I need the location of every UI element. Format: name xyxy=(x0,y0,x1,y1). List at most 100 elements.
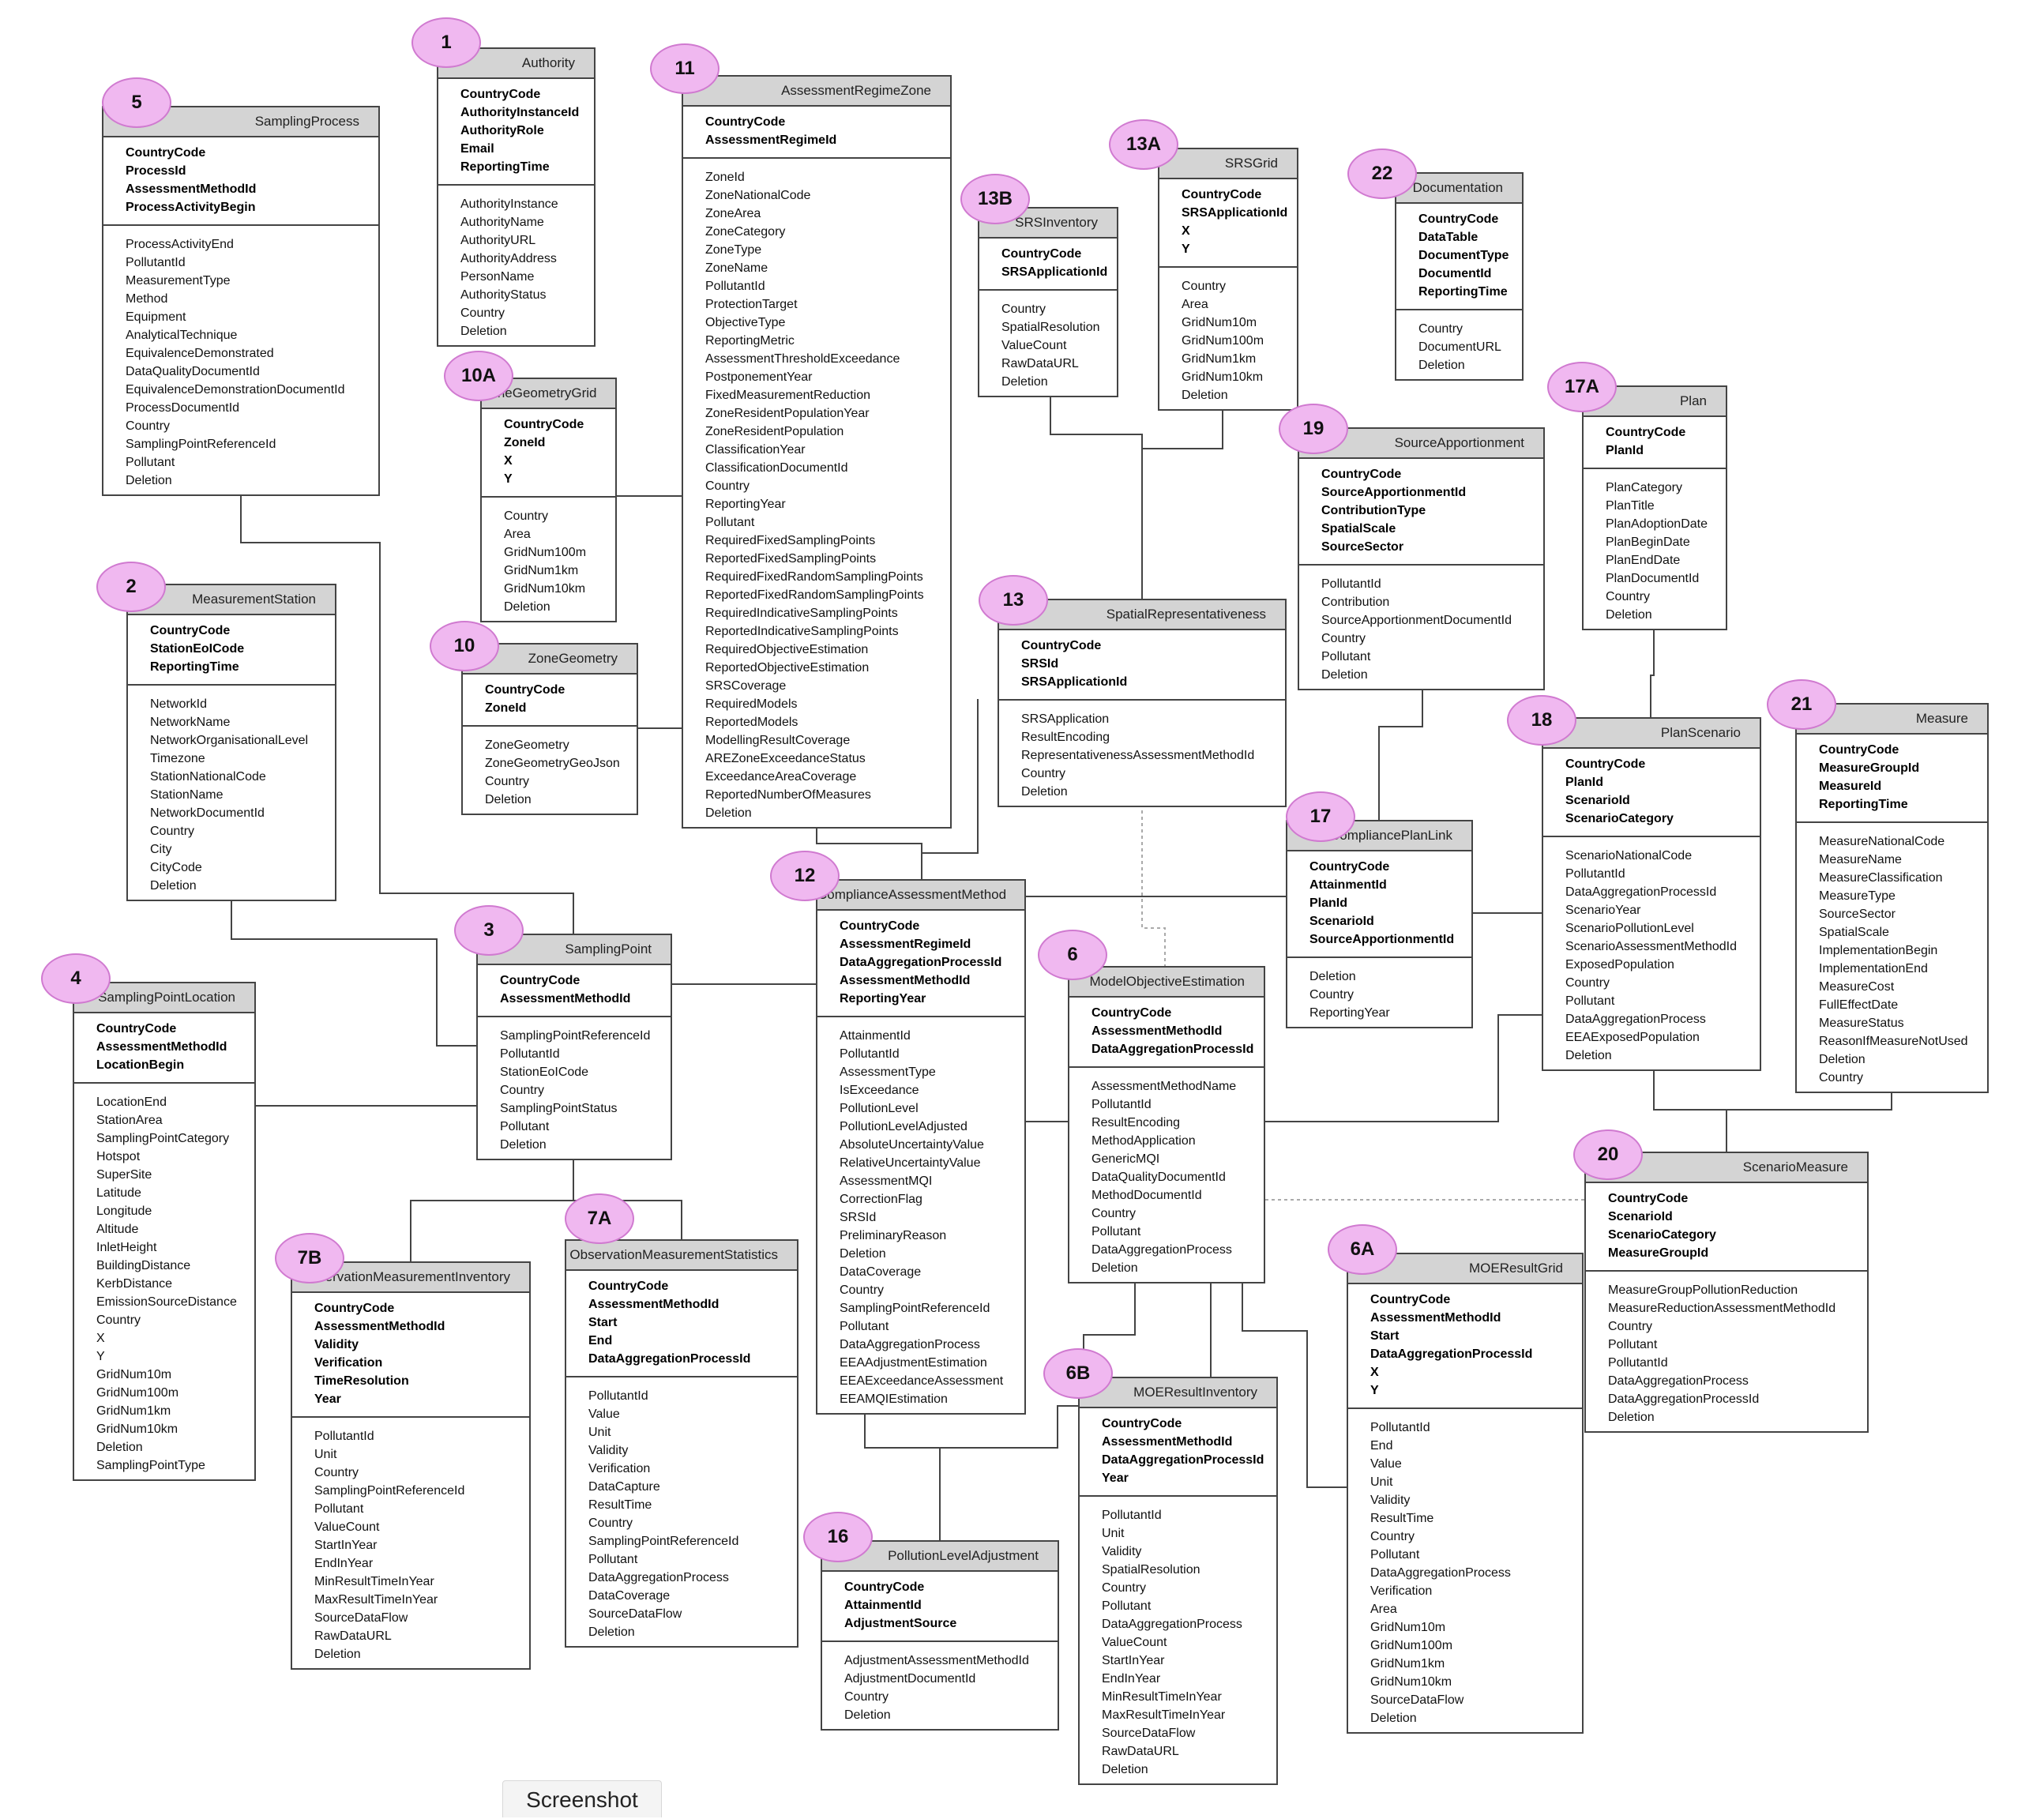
attribute-field: Deletion xyxy=(1565,1049,1612,1062)
attribute-field: Pollutant xyxy=(1608,1338,1658,1351)
attribute-field: DataAggregationProcess xyxy=(588,1571,729,1584)
attribute-field: DataAggregationProcess xyxy=(1092,1243,1232,1257)
attribute-field: SourceDataFlow xyxy=(1370,1693,1464,1707)
attribute-field: Validity xyxy=(1370,1494,1411,1507)
attribute-field: LocationEnd xyxy=(96,1096,167,1109)
key-field: CountryCode xyxy=(1092,1006,1172,1020)
attribute-field: PollutantId xyxy=(1608,1356,1668,1370)
attribute-field: Country xyxy=(1021,767,1066,780)
key-field: MeasureId xyxy=(1819,780,1882,793)
attribute-field: ResultTime xyxy=(1370,1512,1434,1525)
key-field: Y xyxy=(1182,242,1190,256)
attribute-field: ExposedPopulation xyxy=(1565,958,1674,972)
key-field: AttainmentId xyxy=(844,1599,922,1612)
attribute-field: NetworkName xyxy=(150,716,231,729)
attribute-field: RawDataURL xyxy=(1102,1745,1179,1758)
attribute-field: Pollutant xyxy=(705,516,755,529)
screenshot-tab[interactable]: Screenshot xyxy=(502,1780,662,1817)
attribute-field: GridNum1km xyxy=(96,1404,171,1418)
attribute-field: EquivalenceDemonstrationDocumentId xyxy=(126,383,345,396)
attribute-field: Deletion xyxy=(840,1247,886,1261)
key-field: CountryCode xyxy=(1001,247,1082,261)
attribute-field: MeasureType xyxy=(1819,889,1896,903)
attribute-field: EEAAdjustmentEstimation xyxy=(840,1356,987,1370)
attribute-field: NetworkId xyxy=(150,697,208,711)
entity-number-badge: 6A xyxy=(1328,1224,1397,1275)
attribute-field: ExceedanceAreaCoverage xyxy=(705,770,857,784)
key-field: SRSId xyxy=(1021,657,1059,671)
key-field: SourceApportionmentId xyxy=(1321,486,1467,499)
relationship-line xyxy=(1650,628,1655,717)
attribute-field: Country xyxy=(150,825,195,838)
attribute-field: Pollutant xyxy=(1102,1599,1152,1613)
attribute-field: NetworkDocumentId xyxy=(150,806,265,820)
attribute-field: AnalyticalTechnique xyxy=(126,329,238,342)
attribute-field: ZoneResidentPopulationYear xyxy=(705,407,870,420)
attribute-field: Country xyxy=(844,1690,889,1704)
entity-number-badge: 10A xyxy=(444,351,513,401)
key-field: AuthorityRole xyxy=(460,124,544,137)
attribute-field: DataAggregationProcess xyxy=(1102,1618,1242,1631)
attribute-field: RequiredFixedRandomSamplingPoints xyxy=(705,570,923,584)
key-field: StationEoICode xyxy=(150,642,245,656)
attribute-field: Unit xyxy=(314,1448,337,1461)
attribute-field: Country xyxy=(705,479,750,493)
key-field: X xyxy=(504,454,513,468)
attribute-field: IsExceedance xyxy=(840,1084,919,1097)
attribute-field: EEAExposedPopulation xyxy=(1565,1031,1700,1044)
key-field: Y xyxy=(504,472,513,486)
attribute-field: SourceSector xyxy=(1819,908,1896,921)
attribute-field: Deletion xyxy=(460,325,507,338)
attribute-field: Deletion xyxy=(96,1441,143,1454)
key-field: MeasureGroupId xyxy=(1819,761,1920,775)
attribute-field: Deletion xyxy=(1001,375,1048,389)
attribute-field: GridNum10km xyxy=(96,1423,178,1436)
key-field: Year xyxy=(314,1392,341,1406)
attribute-field: DataCoverage xyxy=(840,1265,922,1279)
attribute-field: PollutantId xyxy=(1565,867,1625,881)
key-field: PlanId xyxy=(1606,444,1644,457)
attribute-field: SamplingPointReferenceId xyxy=(126,438,276,451)
attribute-field: Verification xyxy=(588,1462,651,1475)
attribute-field: AuthorityAddress xyxy=(460,252,557,265)
key-field: DataAggregationProcessId xyxy=(1092,1043,1254,1056)
attribute-field: Country xyxy=(1001,303,1046,316)
entity-number-badge: 3 xyxy=(454,905,524,956)
attribute-field: Deletion xyxy=(1418,359,1465,372)
attribute-field: GridNum10km xyxy=(1370,1675,1452,1689)
attribute-field: AREZoneExceedanceStatus xyxy=(705,752,866,765)
attribute-field: Y xyxy=(96,1350,105,1363)
entity-number-badge: 7A xyxy=(565,1193,634,1244)
attribute-field: ReportingMetric xyxy=(705,334,795,348)
attribute-field: ReportedObjectiveEstimation xyxy=(705,661,870,675)
entity-number-badge: 2 xyxy=(96,562,166,612)
attribute-field: Deletion xyxy=(1370,1712,1417,1725)
attribute-field: Deletion xyxy=(150,879,197,893)
attribute-field: Deletion xyxy=(1182,389,1228,402)
attribute-field: ValueCount xyxy=(1001,339,1067,352)
relationship-line xyxy=(1653,1069,1727,1152)
entity-title: ModelObjectiveEstimation xyxy=(1069,968,1264,998)
attribute-field: ReportedNumberOfMeasures xyxy=(705,788,871,802)
attribute-field: Country xyxy=(1606,590,1651,603)
key-field: ReportingYear xyxy=(840,992,926,1005)
attribute-field: Method xyxy=(126,292,168,306)
key-field: LocationBegin xyxy=(96,1058,185,1072)
attribute-field: PollutantId xyxy=(1102,1509,1162,1522)
